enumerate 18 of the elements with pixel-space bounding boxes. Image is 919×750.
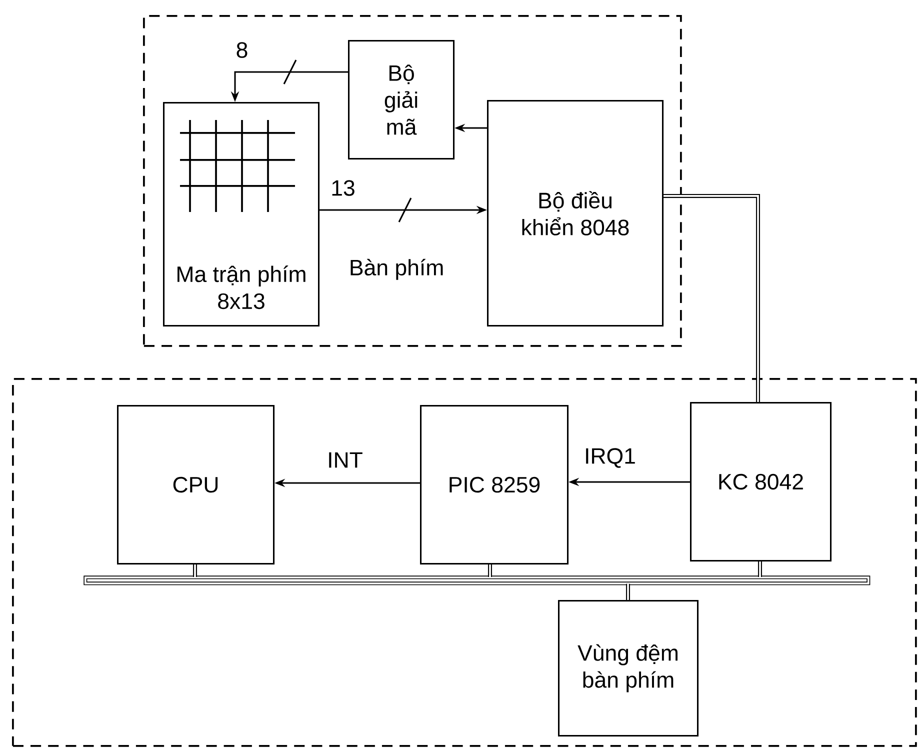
edge-label: IRQ1 [582,446,638,470]
edge-label: 13 [329,178,357,198]
edge-label: INT [326,451,364,469]
connector-line [626,584,630,600]
controller-box: Bộ điều khiển 8048 [487,100,664,326]
cpu-box: CPU [117,404,275,564]
connector-line [193,564,197,577]
edge-label: 8 [234,40,250,60]
controller-box: KC 8042 [690,402,832,562]
connector-line [488,564,492,577]
decoder-box: Bộ giải mã [348,40,455,160]
key-matrix-box: Ma trận phím 8x13 [163,102,320,326]
connector-line [664,194,760,402]
pic-box: PIC 8259 [420,404,569,564]
buffer-box: Vùng đệm bàn phím [558,600,699,737]
connector-line [758,562,762,577]
system-bus [84,576,870,586]
computer-region [12,378,917,747]
